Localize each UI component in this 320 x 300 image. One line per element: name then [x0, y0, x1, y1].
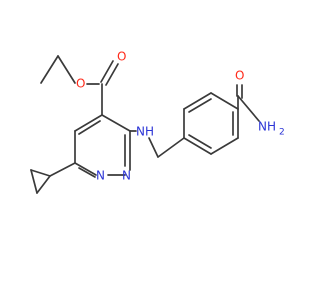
bond-nh-ch2 — [148, 137, 159, 158]
amide-nh2-subscript: 2 — [279, 128, 285, 138]
bond-ring-c6-n1-inner — [78, 167, 96, 178]
bond-cyclopropyl-a — [30, 169, 51, 177]
bond-benzene-3-4 — [210, 92, 239, 110]
bond-benzene-5-6 — [210, 137, 239, 155]
atom-labels: O O O NH N N NH 2 — [76, 50, 285, 183]
ester-ether-oxygen-label: O — [76, 77, 85, 91]
amine-nh-label: NH — [136, 125, 154, 139]
amide-nh2-label: NH — [258, 120, 276, 134]
bond-carbonyl-double-b — [105, 63, 119, 86]
bonds — [30, 55, 260, 194]
bond-benzene-2-3-inner — [188, 98, 212, 113]
bond-ring-c4-c5-inner — [78, 120, 101, 135]
chemical-structure-diagram: O O O NH N N NH 2 — [30, 50, 285, 194]
ester-carbonyl-oxygen-label: O — [117, 50, 126, 64]
bond-amide-c-nh2 — [237, 95, 260, 122]
bond-benzene-6-1 — [183, 137, 212, 155]
ring-n1-label: N — [96, 169, 105, 183]
bond-ch2-benzene — [157, 137, 185, 158]
bond-ethyl-ch3-ch2 — [40, 55, 59, 84]
bond-ring-c3-c4 — [101, 114, 131, 132]
bond-ring-c6-n1 — [74, 162, 97, 176]
bond-cyclopropyl-b — [36, 175, 51, 194]
bond-carbonyl-double-a — [100, 60, 114, 83]
ring-n2-label: N — [122, 169, 131, 183]
amide-oxygen-label: O — [235, 69, 244, 83]
bond-cyclopropyl-c — [30, 169, 38, 194]
bond-benzene-6-1-inner — [188, 134, 212, 149]
bond-ring-c4-c5 — [74, 114, 103, 132]
bond-benzene-2-3 — [183, 92, 212, 110]
bond-ethyl-ch2-o — [57, 55, 76, 84]
bond-ring-cyclopropyl — [49, 162, 76, 177]
